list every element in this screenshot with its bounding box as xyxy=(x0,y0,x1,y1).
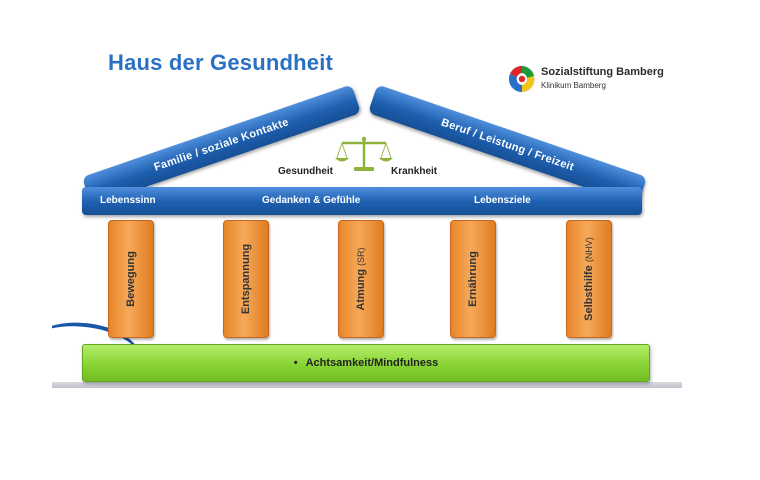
pillar-movement: Bewegung xyxy=(108,220,154,338)
foundation-bullet: • xyxy=(293,357,298,369)
pillar-nutrition: Ernährung xyxy=(450,220,496,338)
pillar-breathing: Atmung (SR) xyxy=(338,220,384,338)
pillar-label: Atmung xyxy=(355,269,367,311)
logo: Sozialstiftung Bamberg Klinikum Bamberg xyxy=(507,62,677,98)
pillar-label: Entspannung xyxy=(240,243,252,315)
pillar-self-help: Selbsthilfe (NHV) xyxy=(566,220,612,338)
foundation: • Achtsamkeit/Mindfulness xyxy=(82,344,650,382)
slide: Haus der Gesundheit Sozialstiftung Bambe… xyxy=(52,32,682,388)
beam-label-thoughts: Gedanken & Gefühle xyxy=(262,195,361,206)
balance-label-illness: Krankheit xyxy=(391,166,438,177)
beam-label-meaning: Lebenssinn xyxy=(100,195,156,206)
foundation-label: Achtsamkeit/Mindfulness xyxy=(305,357,439,369)
page-title: Haus der Gesundheit xyxy=(108,50,334,75)
pillar-relaxation: Entspannung xyxy=(223,220,269,338)
logo-subtitle: Klinikum Bamberg xyxy=(541,81,606,90)
balance-scale-icon xyxy=(335,136,393,171)
balance-label-health: Gesundheit xyxy=(278,166,334,177)
pillar-label: Selbsthilfe xyxy=(583,265,595,321)
pillar-label: Bewegung xyxy=(125,251,137,307)
roof-right-label: Beruf / Leistung / Freizeit xyxy=(439,116,576,174)
pillar-suffix: (SR) xyxy=(356,247,366,266)
beam-label-goals: Lebensziele xyxy=(474,195,531,206)
beam: Lebenssinn Gedanken & Gefühle Lebensziel… xyxy=(82,187,642,215)
logo-mark-icon xyxy=(508,65,536,93)
pillar-suffix: (NHV) xyxy=(584,237,594,263)
pillar-label: Ernährung xyxy=(467,251,479,307)
slide-bottom-edge xyxy=(52,382,682,388)
logo-name: Sozialstiftung Bamberg xyxy=(541,66,664,78)
roof-left-label: Familie / soziale Kontakte xyxy=(152,116,291,174)
